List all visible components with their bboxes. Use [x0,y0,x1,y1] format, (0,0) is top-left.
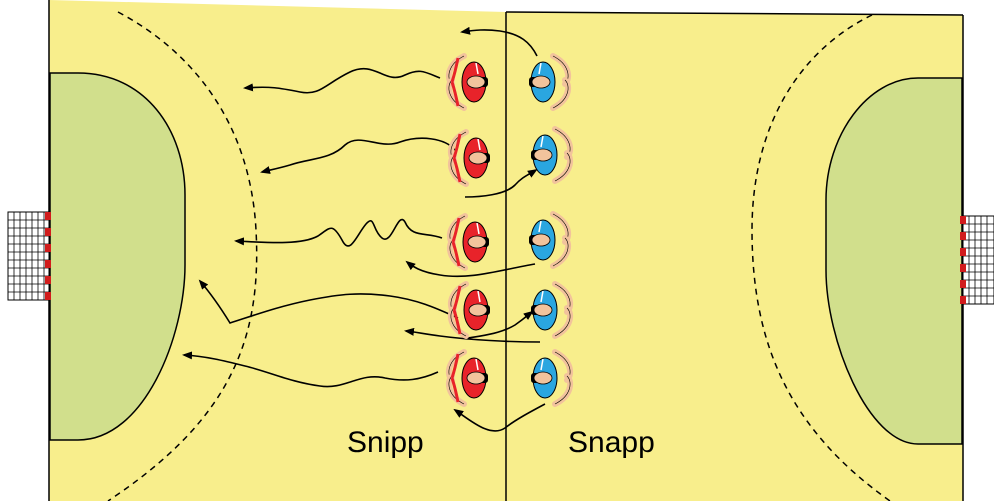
switch-path-4 [404,327,541,343]
free-throw-line-left [107,11,258,501]
run-path-4 [198,279,459,324]
free-throw-line-right [751,14,891,501]
run-path-5 [182,351,439,388]
goal-area-left [49,72,186,441]
switch-path-1 [460,26,538,57]
goal-left [7,211,51,301]
movement-paths [182,26,546,432]
switch-path-5 [453,403,546,432]
switch-path-4b [467,310,534,339]
goal-area-right [825,77,963,445]
switch-path-2 [464,168,538,198]
switch-path-3 [405,260,536,278]
run-path-3 [234,218,443,247]
label-snapp: Snapp [568,426,655,459]
goal-right [960,215,994,305]
run-path-1 [243,67,441,94]
goal-post-right [960,216,966,304]
goal-post-left [45,212,51,300]
label-snipp: Snipp [347,426,424,459]
run-path-2 [260,137,456,174]
